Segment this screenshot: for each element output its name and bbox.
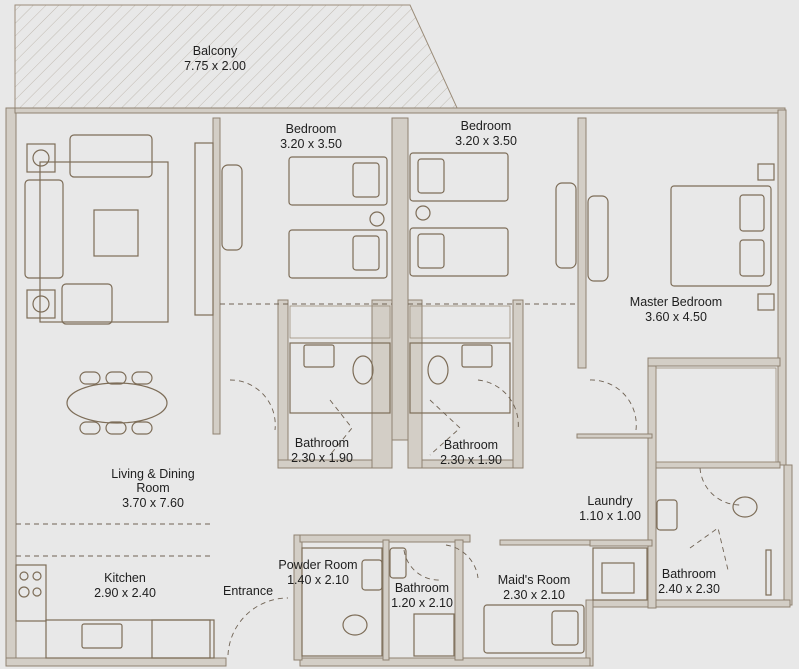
kitchen-size: 2.90 x 2.40 <box>94 586 156 600</box>
bedroom-2-size: 3.20 x 3.50 <box>455 134 517 148</box>
balcony-label: Balcony <box>193 44 238 58</box>
living-furniture <box>16 134 214 557</box>
bathroom-2-size: 2.30 x 1.90 <box>440 453 502 467</box>
bedroom-2-furniture <box>408 152 578 456</box>
bathroom-1-size: 2.30 x 1.90 <box>291 451 353 465</box>
bathroom-1-label: Bathroom <box>295 436 349 450</box>
exterior-walls <box>5 107 793 667</box>
kitchen-label: Kitchen <box>104 571 146 585</box>
bedroom-1-label: Bedroom <box>286 122 337 136</box>
master-bedroom-size: 3.60 x 4.50 <box>645 310 707 324</box>
powder-room-label: Powder Room <box>278 558 357 572</box>
laundry-label: Laundry <box>587 494 633 508</box>
master-bedroom-label: Master Bedroom <box>630 295 722 309</box>
bedroom-1-size: 3.20 x 3.50 <box>280 137 342 151</box>
master-bedroom-furniture <box>587 163 777 596</box>
maids-room-size: 2.30 x 2.10 <box>503 588 565 602</box>
bedroom-2-label: Bedroom <box>461 119 512 133</box>
maids-room-label: Maid's Room <box>498 573 571 587</box>
living-dining-label-2: Room <box>136 481 169 495</box>
bathroom-3-size: 1.20 x 2.10 <box>391 596 453 610</box>
service-furniture <box>15 544 648 659</box>
bathroom-2-label: Bathroom <box>444 438 498 452</box>
balcony-size: 7.75 x 2.00 <box>184 59 246 73</box>
laundry-size: 1.10 x 1.00 <box>579 509 641 523</box>
living-dining-size: 3.70 x 7.60 <box>122 496 184 510</box>
bedroom-1-furniture <box>220 156 392 456</box>
bathroom-4-size: 2.40 x 2.30 <box>658 582 720 596</box>
interior-walls <box>212 117 781 661</box>
entrance-label: Entrance <box>223 584 273 598</box>
room-labels: Balcony 7.75 x 2.00 Bedroom 3.20 x 3.50 … <box>94 44 722 610</box>
powder-room-size: 1.40 x 2.10 <box>287 573 349 587</box>
bathroom-3-label: Bathroom <box>395 581 449 595</box>
bathroom-4-label: Bathroom <box>662 567 716 581</box>
living-dining-label: Living & Dining <box>111 467 194 481</box>
